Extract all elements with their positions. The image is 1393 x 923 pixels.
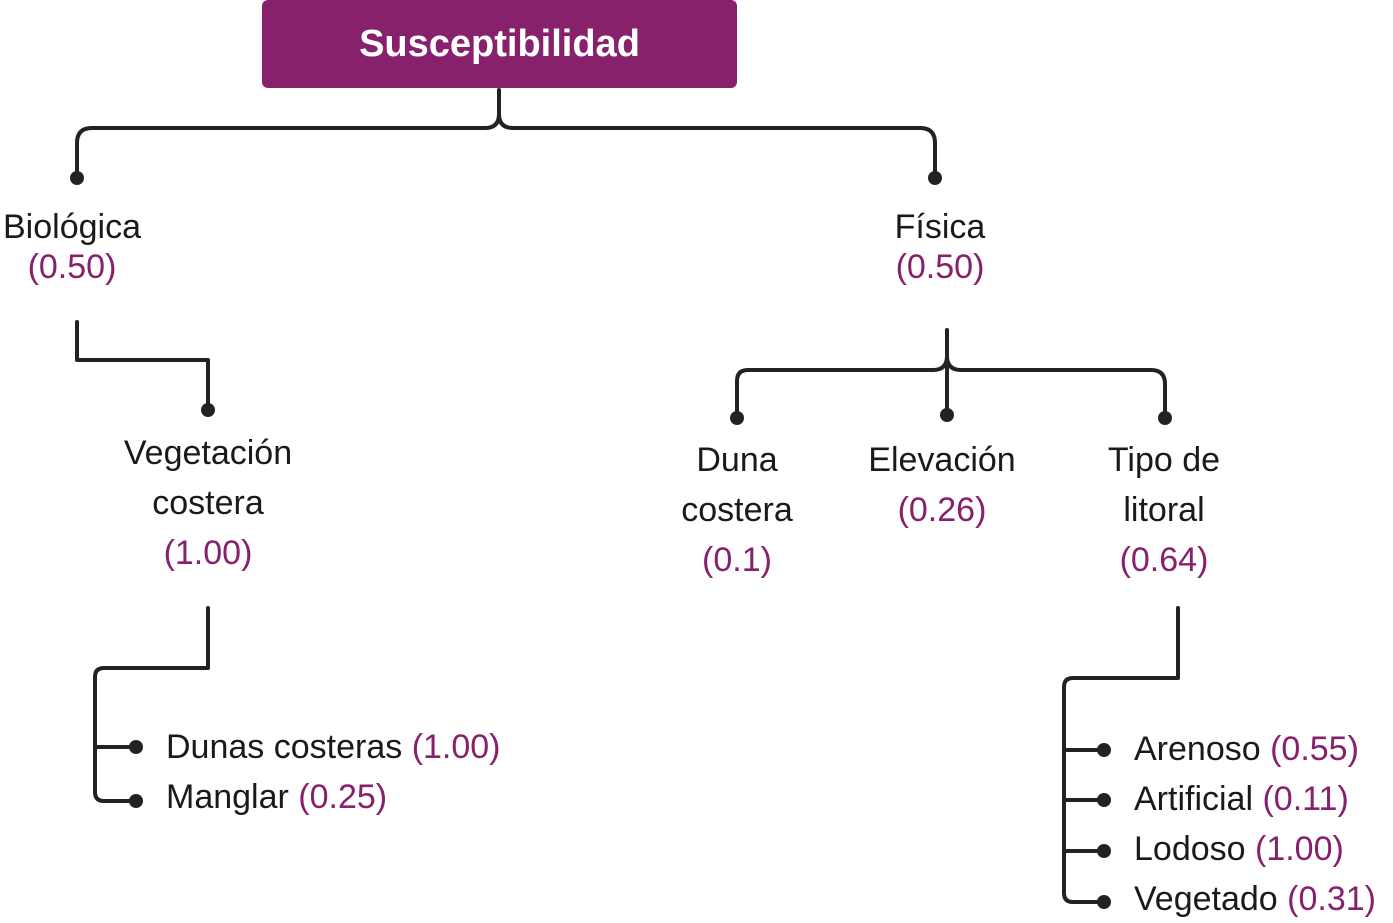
node-dot	[129, 794, 143, 808]
node-dot	[129, 740, 143, 754]
vegetacion-node: Vegetación costera (1.00)	[98, 428, 318, 578]
item-weight: (1.00)	[1255, 830, 1344, 868]
item-weight: (1.00)	[411, 728, 501, 766]
fisica-connector	[735, 328, 949, 420]
biologica-connector	[75, 320, 210, 412]
root-node: Susceptibilidad	[262, 0, 737, 88]
litoral-connector	[1062, 606, 1180, 904]
root-brace-right	[497, 112, 937, 180]
duna-weight: (0.1)	[702, 541, 772, 579]
item-label: Lodoso	[1134, 830, 1246, 868]
duna-node: Duna costera (0.1)	[652, 435, 822, 585]
node-dot	[1158, 411, 1172, 425]
node-dot	[201, 403, 215, 417]
item-label: Manglar	[166, 778, 289, 816]
node-dot	[730, 411, 744, 425]
item-weight: (0.31)	[1287, 880, 1376, 918]
fisica-node: Física (0.50)	[860, 202, 1020, 292]
node-dot	[940, 408, 954, 422]
elevacion-node: Elevación (0.26)	[852, 435, 1032, 535]
elevacion-weight: (0.26)	[897, 491, 987, 529]
node-dot	[1097, 895, 1111, 909]
litoral-weight: (0.64)	[1119, 541, 1209, 579]
node-dot	[1097, 793, 1111, 807]
node-dot	[1097, 844, 1111, 858]
litoral-label-1: Tipo de	[1107, 441, 1221, 479]
fisica-weight: (0.50)	[895, 248, 985, 286]
biologica-label: Biológica	[3, 208, 141, 246]
list-item: Arenoso (0.55)	[1134, 729, 1359, 769]
vegetacion-label-2: costera	[152, 484, 264, 522]
biologica-weight: (0.50)	[27, 248, 117, 286]
root-label: Susceptibilidad	[359, 22, 640, 65]
list-item: Dunas costeras (1.00)	[166, 727, 501, 767]
vegetacion-label-1: Vegetación	[123, 434, 293, 472]
litoral-node: Tipo de litoral (0.64)	[1074, 435, 1254, 585]
node-dot	[70, 171, 84, 185]
biologica-node: Biológica (0.50)	[0, 202, 152, 292]
item-weight: (0.25)	[298, 778, 388, 816]
vegetacion-connector	[93, 606, 210, 803]
list-item: Manglar (0.25)	[166, 777, 387, 817]
item-label: Vegetado	[1134, 880, 1278, 918]
item-label: Arenoso	[1134, 730, 1261, 768]
fisica-label: Física	[894, 208, 986, 246]
node-dot	[1097, 743, 1111, 757]
item-weight: (0.55)	[1270, 730, 1359, 768]
item-label: Dunas costeras	[166, 728, 403, 766]
list-item: Lodoso (1.00)	[1134, 829, 1344, 869]
litoral-label-2: litoral	[1123, 491, 1205, 529]
item-label: Artificial	[1134, 780, 1254, 818]
root-brace	[75, 88, 501, 180]
list-item: Artificial (0.11)	[1134, 779, 1349, 819]
duna-label-1: Duna	[696, 441, 778, 479]
fisica-connector-right	[945, 354, 1167, 420]
duna-label-2: costera	[681, 491, 793, 529]
elevacion-label: Elevación	[868, 441, 1016, 479]
item-weight: (0.11)	[1262, 780, 1349, 818]
list-item: Vegetado (0.31)	[1134, 879, 1376, 919]
node-dot	[928, 171, 942, 185]
vegetacion-weight: (1.00)	[163, 534, 253, 572]
